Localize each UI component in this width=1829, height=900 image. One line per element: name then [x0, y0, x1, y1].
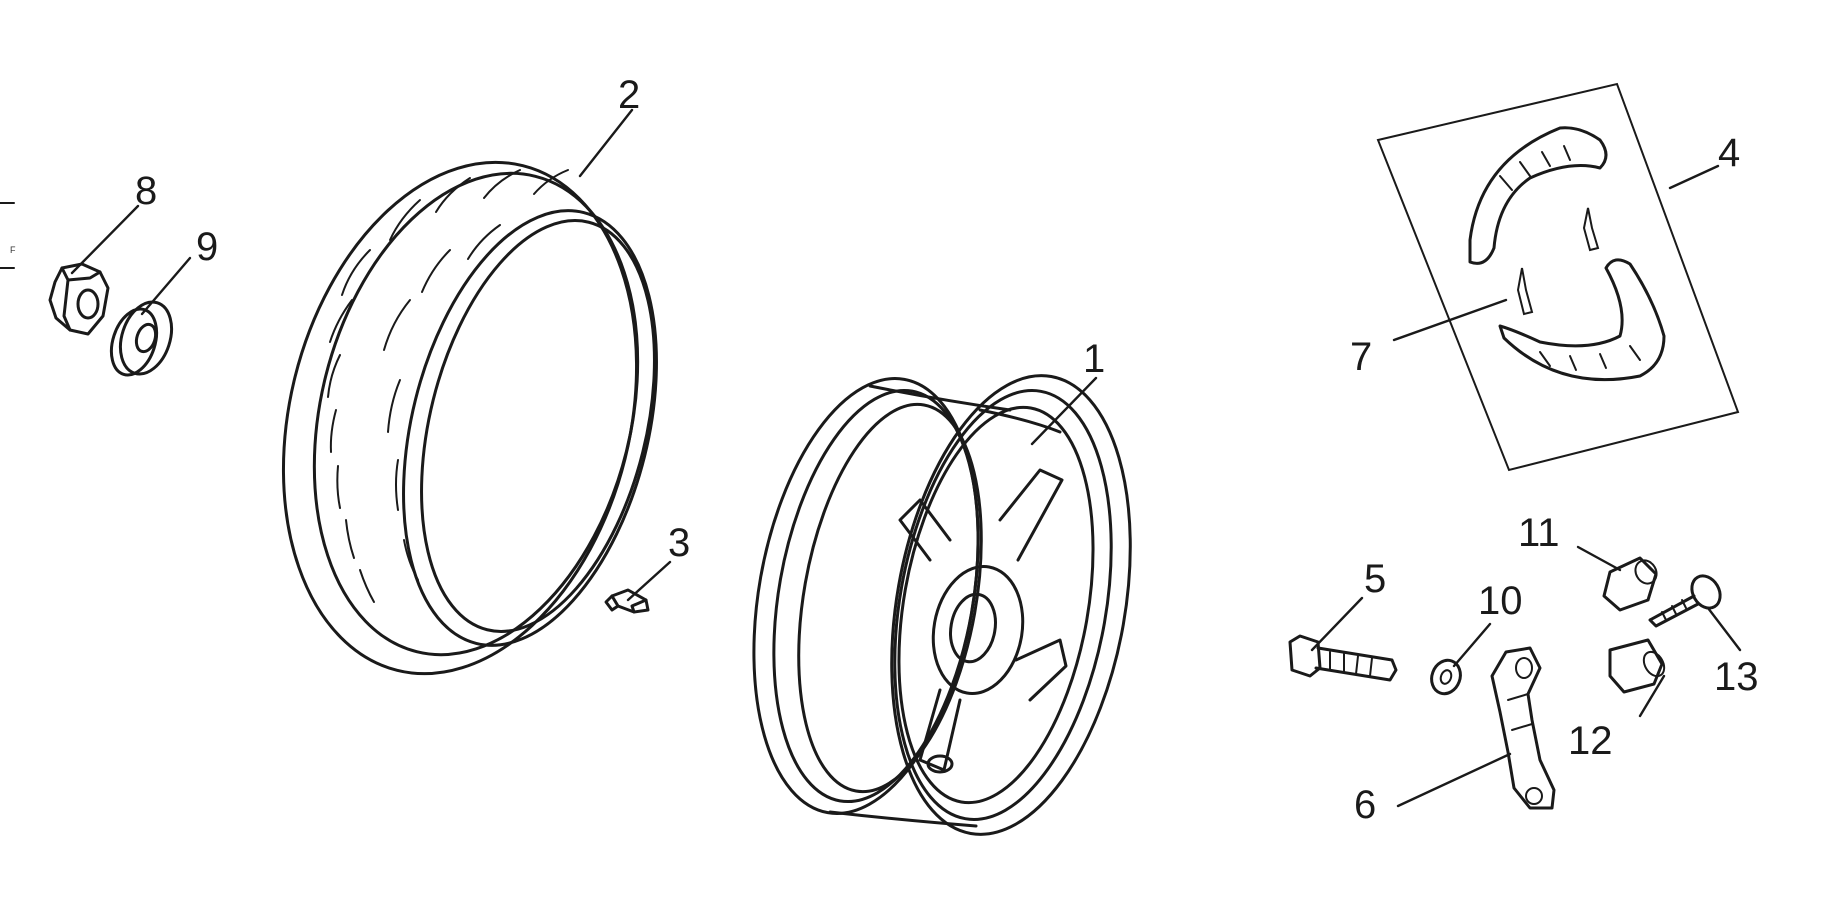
callout-2: 2 [618, 73, 640, 117]
callout-8: 8 [135, 169, 157, 213]
leader-lines [70, 108, 1742, 808]
callout-12: 12 [1568, 719, 1613, 763]
collar-part-11 [1602, 556, 1658, 612]
valve-part-3 [604, 588, 650, 614]
bolt-part-5 [1288, 634, 1398, 682]
washer-part-9 [109, 300, 174, 377]
brake-arm-part-6 [1490, 646, 1556, 810]
tire-part-2 [281, 160, 658, 676]
callout-11: 11 [1518, 511, 1560, 555]
callout-6: 6 [1354, 783, 1376, 827]
callout-3: 3 [668, 521, 690, 565]
callout-1: 1 [1083, 337, 1105, 381]
callout-4: 4 [1718, 131, 1740, 175]
callout-5: 5 [1364, 557, 1386, 601]
brake-shoe-set-part-4 [1376, 82, 1740, 472]
wheel-rim-part-1 [752, 374, 1132, 836]
callout-7: 7 [1350, 335, 1372, 379]
edge-mark-text: F [10, 245, 16, 255]
callout-13: 13 [1714, 655, 1759, 699]
screw-part-13 [1648, 574, 1722, 628]
callout-labels: 1 2 3 4 5 6 7 8 9 10 11 12 13 [135, 73, 1759, 827]
callout-9: 9 [196, 225, 218, 269]
callout-10: 10 [1478, 579, 1523, 623]
flange-nut-part-8 [48, 262, 110, 336]
sleeve-part-12 [1608, 638, 1666, 694]
washer-part-10 [1430, 658, 1462, 696]
